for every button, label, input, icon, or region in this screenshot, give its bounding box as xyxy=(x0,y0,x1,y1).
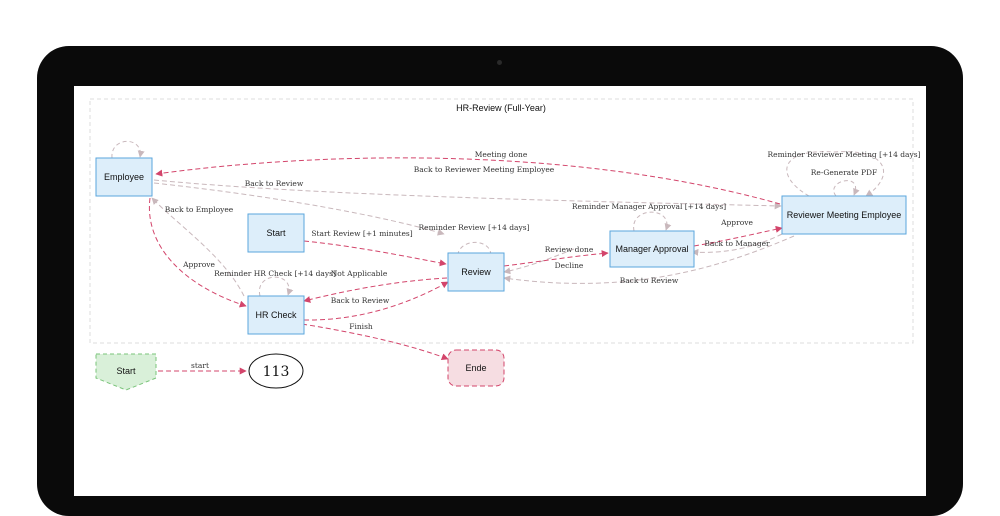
edge-back-to-reviewer-meeting xyxy=(153,179,782,210)
label-start-review: Start Review [+1 minutes] xyxy=(311,229,412,238)
label-decline: Decline xyxy=(555,261,584,270)
cluster-frame xyxy=(89,98,914,344)
node-start-label: Start xyxy=(266,228,286,238)
legend-counter-node: 113 xyxy=(248,353,304,389)
loop-regenerate-pdf xyxy=(833,180,860,197)
legend-counter-label: 113 xyxy=(263,364,290,380)
label-legend-start: start xyxy=(191,361,209,370)
camera-icon xyxy=(497,60,502,65)
label-finish: Finish xyxy=(349,322,373,331)
label-not-applicable: Not Applicable xyxy=(331,269,388,278)
edge-meeting-done xyxy=(155,157,781,205)
edge-back-to-review-top xyxy=(153,182,445,236)
loop-reminder-manager xyxy=(633,211,672,232)
label-regenerate-pdf: Re-Generate PDF xyxy=(811,168,877,177)
loop-employee xyxy=(111,141,145,159)
label-reminder-review: Reminder Review [+14 days] xyxy=(418,223,529,232)
node-manager-approval-label: Manager Approval xyxy=(615,244,688,254)
node-review-label: Review xyxy=(461,267,491,277)
loop-reminder-reviewer-end xyxy=(833,151,885,197)
label-back-to-employee: Back to Employee xyxy=(165,205,234,214)
node-reviewer-meeting-label: Reviewer Meeting Employee xyxy=(787,210,902,220)
node-hr-check[interactable]: HR Check xyxy=(247,295,305,335)
label-reminder-manager: Reminder Manager Approval [+14 days] xyxy=(572,202,726,211)
label-back-to-review-top: Back to Review xyxy=(245,179,304,188)
diagram-title: HR-Review (Full-Year) xyxy=(456,103,546,113)
node-start[interactable]: Start xyxy=(247,213,305,253)
edge-back-to-review-bottom xyxy=(503,235,795,284)
edge-decline xyxy=(503,248,575,275)
label-approve-left: Approve xyxy=(182,260,215,269)
node-ende[interactable]: Ende xyxy=(447,349,505,387)
label-reminder-reviewer: Reminder Reviewer Meeting [+14 days] xyxy=(767,150,920,159)
node-employee-label: Employee xyxy=(104,172,144,182)
node-ende-label: Ende xyxy=(465,363,486,373)
workflow-diagram: HR-Review (Full-Year) Meeting done Back … xyxy=(89,98,921,391)
label-meeting-done: Meeting done xyxy=(475,150,528,159)
label-back-to-review-bottom: Back to Review xyxy=(620,276,679,285)
edge-back-to-employee xyxy=(151,197,245,297)
label-reminder-hr: Reminder HR Check [+14 days] xyxy=(214,269,336,278)
label-back-to-manager: Back to Manager xyxy=(704,239,770,248)
loop-reminder-hr xyxy=(259,276,294,297)
edge-not-applicable xyxy=(303,277,448,303)
edge-review-done xyxy=(503,250,609,267)
label-approve-right: Approve xyxy=(720,218,753,227)
node-review[interactable]: Review xyxy=(447,252,505,292)
edge-back-to-review-mid xyxy=(303,281,449,321)
edge-finish xyxy=(301,323,449,361)
legend-start-label: Start xyxy=(116,366,136,376)
edge-approve-right xyxy=(693,225,783,247)
label-back-to-reviewer-meeting: Back to Reviewer Meeting Employee xyxy=(414,165,555,174)
edge-back-to-manager xyxy=(691,233,783,256)
edge-start-review xyxy=(303,240,447,267)
node-hr-check-label: HR Check xyxy=(255,310,297,320)
node-reviewer-meeting[interactable]: Reviewer Meeting Employee xyxy=(781,195,907,235)
legend-start-node: Start xyxy=(95,353,157,391)
label-review-done: Review done xyxy=(545,245,594,254)
node-employee[interactable]: Employee xyxy=(95,157,153,197)
screen: HR-Review (Full-Year) Meeting done Back … xyxy=(74,86,926,496)
node-manager-approval[interactable]: Manager Approval xyxy=(609,230,695,268)
label-back-to-review-mid: Back to Review xyxy=(331,296,390,305)
edge-approve-left xyxy=(148,197,247,308)
